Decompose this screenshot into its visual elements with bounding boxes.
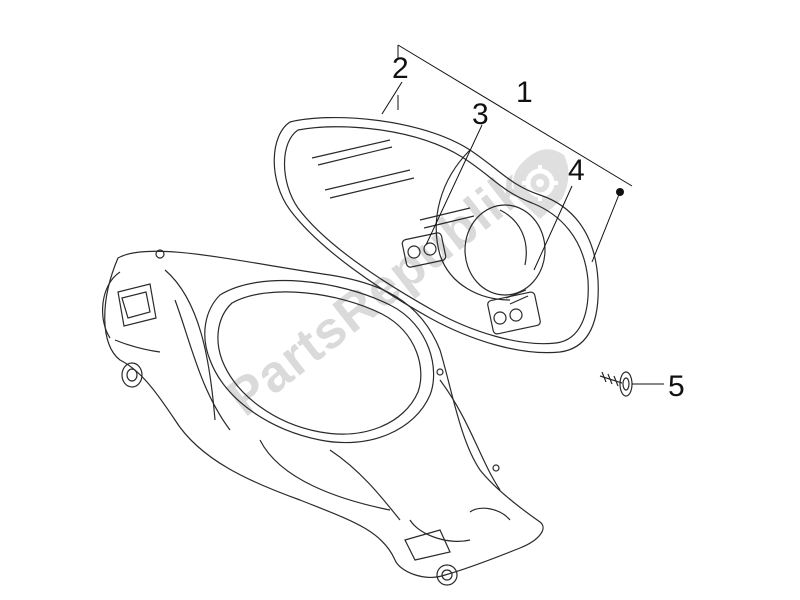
watermark: PartsRepublik: [217, 149, 569, 427]
callout-part-1: 1: [516, 76, 533, 109]
callout-part-2: 2: [392, 52, 409, 85]
instrument-cluster: [273, 116, 599, 354]
callout-part-5: 5: [668, 370, 685, 403]
bracket-endpoint-dot: [616, 188, 624, 196]
callout-lines: [381, 44, 664, 385]
callout-part-3: 3: [472, 98, 489, 131]
screw-part: [599, 371, 633, 397]
callout-part-4: 4: [568, 154, 585, 187]
